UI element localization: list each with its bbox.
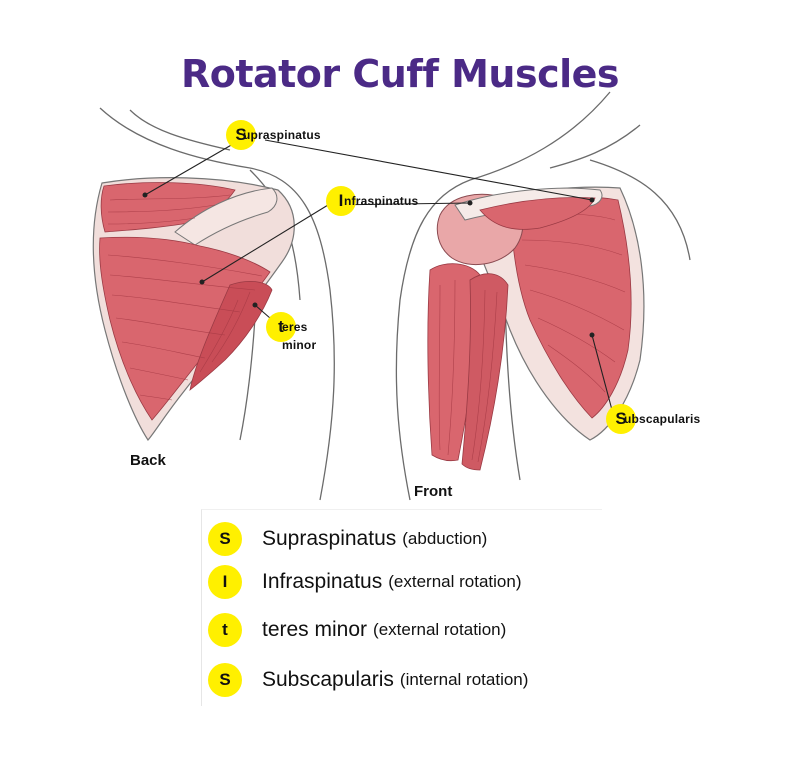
legend-action: (internal rotation) bbox=[399, 670, 529, 689]
legend-action: (external rotation) bbox=[388, 572, 522, 591]
callout-infraspinatus-dot: I bbox=[326, 186, 356, 216]
callout-teres-minor: t eres minor bbox=[266, 312, 316, 352]
callout-supraspinatus-dot: S bbox=[226, 120, 256, 150]
legend-badge: S bbox=[208, 522, 242, 556]
legend-row-subscapularis: S Subscapularis (internal rotation) bbox=[208, 663, 528, 697]
callout-infraspinatus-label: nfraspinatus bbox=[344, 194, 419, 208]
callout-subscapularis: S ubscapularis bbox=[606, 404, 700, 434]
callout-subscapularis-dot: S bbox=[606, 404, 636, 434]
legend-action: (abduction) bbox=[402, 529, 488, 548]
back-view-label: Back bbox=[130, 452, 166, 469]
callout-subscapularis-label: ubscapularis bbox=[624, 412, 701, 426]
legend: S Supraspinatus (abduction) I Infraspina… bbox=[201, 509, 602, 706]
callout-supraspinatus: S upraspinatus bbox=[226, 120, 321, 150]
callout-teres-minor-dot: t bbox=[266, 312, 296, 342]
legend-row-teres-minor: t teres minor (external rotation) bbox=[208, 613, 506, 647]
callout-teres-minor-label: eres bbox=[282, 320, 308, 334]
callout-supraspinatus-label: upraspinatus bbox=[243, 128, 321, 142]
callout-infraspinatus: I nfraspinatus bbox=[326, 186, 418, 216]
legend-badge: I bbox=[208, 565, 242, 599]
legend-muscle: teres minor bbox=[262, 618, 368, 641]
legend-row-supraspinatus: S Supraspinatus (abduction) bbox=[208, 522, 487, 556]
back-scapula bbox=[92, 177, 295, 441]
legend-badge: S bbox=[208, 663, 242, 697]
front-view-label: Front bbox=[414, 483, 453, 500]
legend-row-infraspinatus: I Infraspinatus (external rotation) bbox=[208, 565, 521, 599]
legend-badge: t bbox=[208, 613, 242, 647]
callout-teres-minor-label-line2: minor bbox=[282, 338, 317, 352]
legend-action: (external rotation) bbox=[373, 620, 507, 639]
diagram-title: Rotator Cuff Muscles bbox=[180, 52, 620, 96]
legend-muscle: Subscapularis bbox=[262, 668, 394, 691]
legend-muscle: Infraspinatus bbox=[262, 570, 383, 593]
front-shoulder bbox=[427, 186, 645, 471]
legend-muscle: Supraspinatus bbox=[262, 527, 397, 550]
leader-dots bbox=[142, 192, 595, 338]
